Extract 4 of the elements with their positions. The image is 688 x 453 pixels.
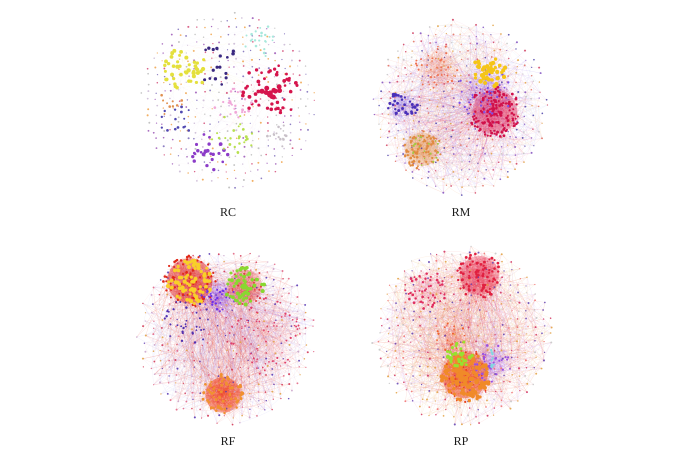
panel-label: RM	[452, 205, 470, 219]
panel-label: RP	[454, 434, 468, 448]
panel-label: RC	[220, 205, 236, 219]
panel-label: RF	[220, 434, 236, 448]
